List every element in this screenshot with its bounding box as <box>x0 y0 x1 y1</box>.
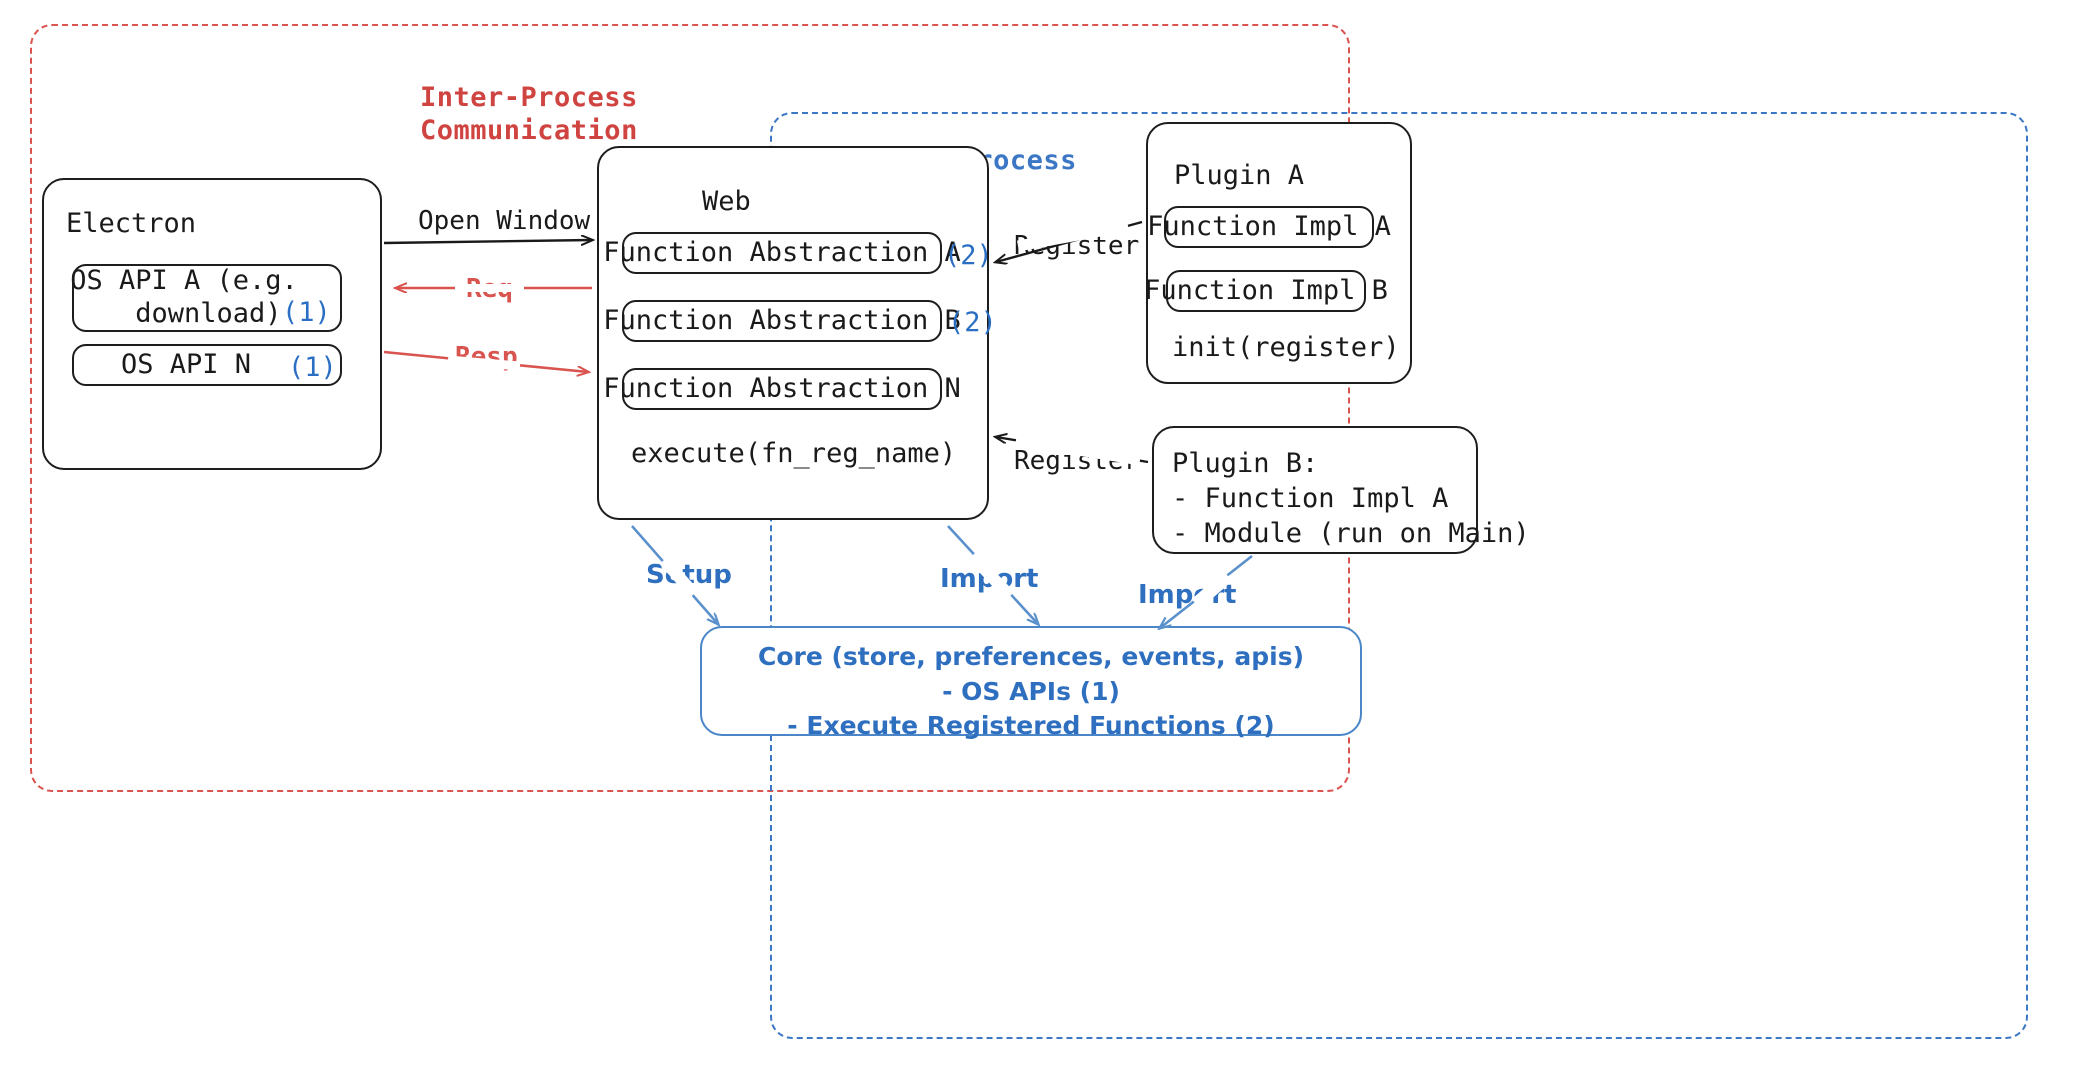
edge-label-open-window: Open Window <box>418 206 591 236</box>
edge-label-resp: Resp <box>455 342 518 372</box>
plugin-a-title: Plugin A <box>1174 160 1305 191</box>
function-abstraction-b-box: Function Abstraction B <box>603 300 961 342</box>
function-impl-b-box: Function Impl B <box>1144 270 1388 312</box>
rendering-process-boundary <box>770 112 2028 1039</box>
function-impl-b-label: Function Impl B <box>1144 274 1388 306</box>
function-impl-a-label: Function Impl A <box>1147 210 1391 242</box>
os-api-a-tag: (1) <box>282 297 331 328</box>
web-execute-label: execute(fn_reg_name) <box>631 438 957 469</box>
function-abstraction-a-tag: (2) <box>944 240 993 271</box>
os-api-a-box: OS API A (e.g. download) <box>70 264 342 332</box>
function-abstraction-a-box: Function Abstraction A <box>603 232 961 274</box>
edge-label-import-web: Import <box>940 564 1039 594</box>
core-box <box>700 626 1362 736</box>
edge-label-register-plugin-b: Register <box>1014 446 1140 476</box>
electron-title: Electron <box>66 208 197 239</box>
edge-label-setup: Setup <box>646 560 732 590</box>
ipc-group-label: Inter-Process Communication <box>420 82 638 146</box>
plugin-a-init-label: init(register) <box>1172 332 1400 363</box>
function-abstraction-n-box: Function Abstraction N <box>603 368 961 410</box>
plugin-a-box <box>1146 122 1412 384</box>
plugin-b-box <box>1152 426 1478 554</box>
os-api-n-box: OS API N <box>72 344 342 386</box>
os-api-a-label: OS API A (e.g. download) <box>70 265 298 329</box>
os-api-n-label: OS API N <box>120 348 252 380</box>
edge-label-req: Req <box>466 274 513 304</box>
core-label: Core (store, preferences, events, apis) … <box>757 642 1305 740</box>
plugin-b-label: Plugin B: - Function Impl A - Module (ru… <box>1172 448 1530 550</box>
function-abstraction-a-label: Function Abstraction A <box>603 236 961 268</box>
web-title: Web <box>702 186 751 217</box>
edge-label-import-plugin: Import <box>1138 580 1237 610</box>
function-impl-a-box: Function Impl A <box>1147 206 1391 248</box>
edge-label-register-plugin-a: Register <box>1014 231 1140 261</box>
os-api-n-tag: (1) <box>288 352 337 383</box>
function-abstraction-n-label: Function Abstraction N <box>603 372 961 404</box>
function-abstraction-b-label: Function Abstraction B <box>603 304 961 336</box>
ipc-group-boundary <box>30 24 1350 792</box>
function-abstraction-b-tag: (2) <box>948 307 997 338</box>
